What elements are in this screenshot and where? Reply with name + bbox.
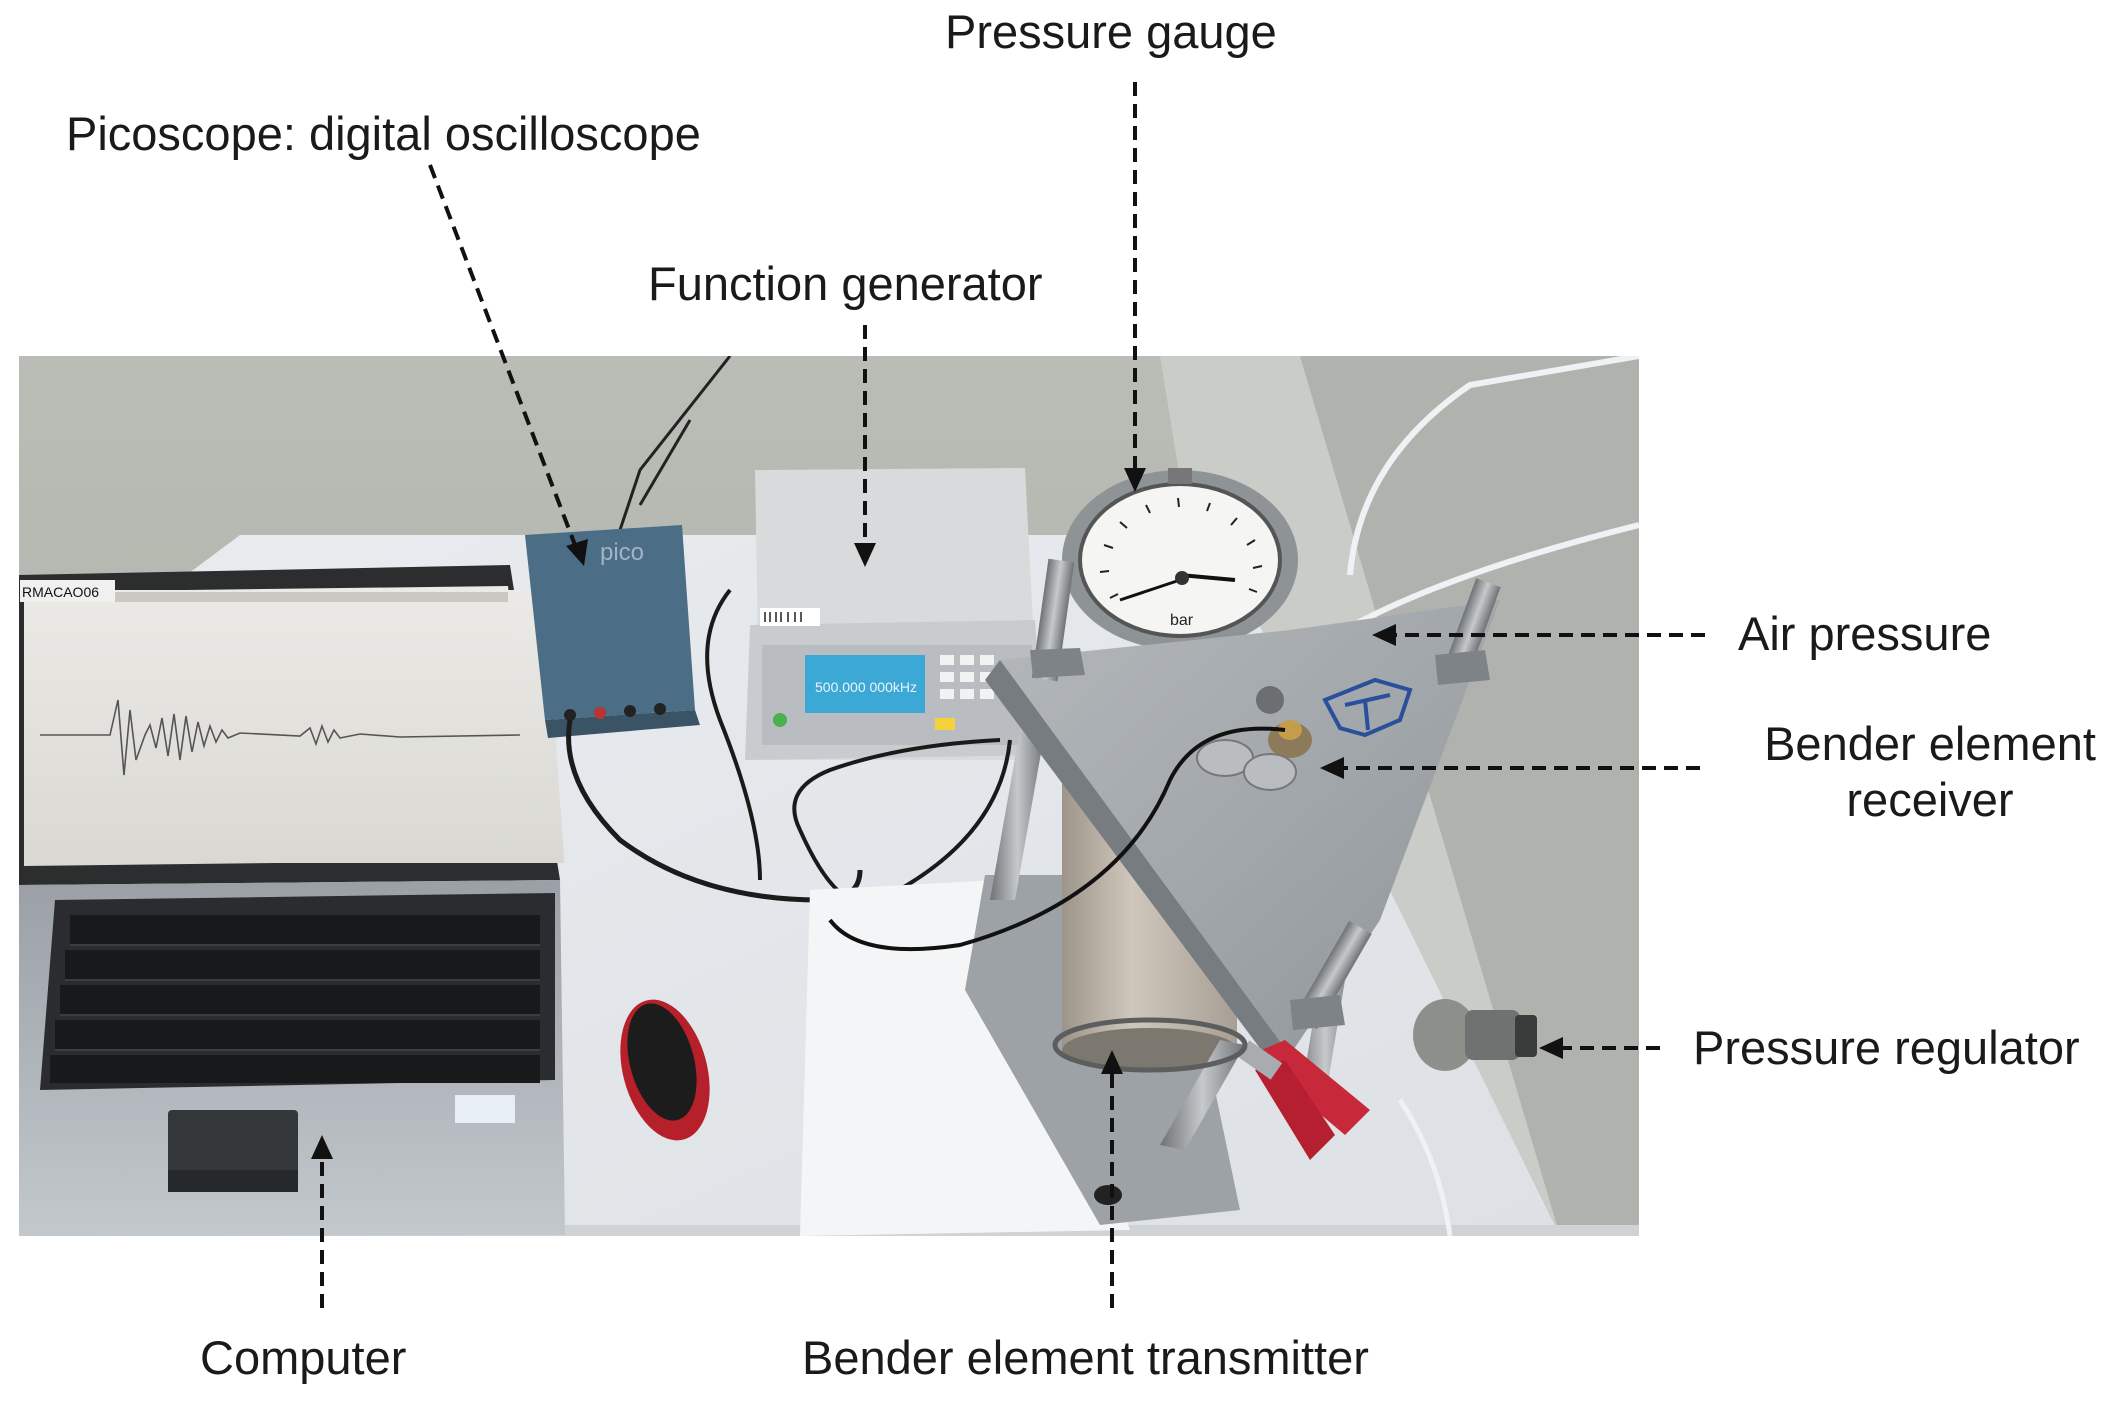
generator-display: 500.000 000kHz xyxy=(815,679,917,695)
scope-brand: pico xyxy=(600,539,644,566)
arrow-heads xyxy=(311,468,1563,1159)
label-picoscope: Picoscope: digital oscilloscope xyxy=(66,107,701,160)
arrowhead-picoscope xyxy=(566,539,588,566)
label-bender-transmitter: Bender element transmitter xyxy=(802,1331,1369,1384)
arrowhead-pressure-regulator xyxy=(1539,1037,1563,1059)
label-bender-receiver: Bender element receiver xyxy=(1740,716,2120,829)
label-bender-receiver-line1: Bender element xyxy=(1764,717,2096,770)
photo-scene: RMACAO06 pico 500. xyxy=(19,356,1639,1236)
arrowhead-bender-transmitter xyxy=(1101,1050,1123,1074)
label-pressure-gauge: Pressure gauge xyxy=(945,5,1277,58)
gauge-unit: bar xyxy=(1170,612,1194,629)
arrowhead-bender-receiver xyxy=(1320,757,1344,779)
arrowhead-pressure-gauge xyxy=(1124,468,1146,492)
arrowhead-computer xyxy=(311,1135,333,1159)
label-function-generator: Function generator xyxy=(648,257,1043,310)
arrowhead-function-generator xyxy=(854,543,876,567)
annotation-arrows xyxy=(320,82,1705,1308)
label-bender-receiver-line2: receiver xyxy=(1846,773,2014,827)
laptop-tag: RMACAO06 xyxy=(22,584,99,600)
label-pressure-regulator: Pressure regulator xyxy=(1693,1021,2080,1074)
label-computer: Computer xyxy=(200,1331,407,1384)
label-air-pressure: Air pressure xyxy=(1738,607,1992,660)
arrow-picoscope xyxy=(428,164,577,546)
arrowhead-air-pressure xyxy=(1372,624,1396,646)
